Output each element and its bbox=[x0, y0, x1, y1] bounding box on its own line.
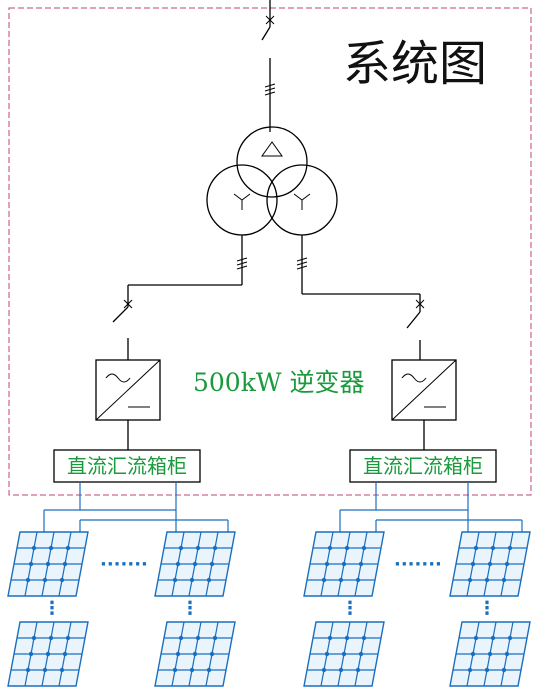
right-combiner-label: 直流汇流箱柜 bbox=[363, 454, 483, 478]
solar-panel-icon bbox=[303, 531, 385, 597]
solar-panel-icon bbox=[449, 531, 531, 597]
right-inverter-icon bbox=[391, 359, 457, 421]
vertical-ellipsis: ⋮ bbox=[181, 598, 199, 619]
right-breaker-switch-icon bbox=[406, 294, 425, 360]
left-dc-bus bbox=[43, 482, 229, 538]
left-inverter-icon bbox=[95, 359, 161, 421]
vertical-ellipsis: ⋮ bbox=[341, 598, 359, 619]
left-combiner-label: 直流汇流箱柜 bbox=[67, 454, 187, 478]
vertical-ellipsis: ⋮ bbox=[478, 598, 496, 619]
vertical-ellipsis: ⋮ bbox=[43, 598, 61, 619]
solar-panel-icon bbox=[7, 531, 89, 597]
main-breaker-switch-icon bbox=[261, 0, 276, 132]
inverter-label: 500kW 逆变器 bbox=[193, 368, 365, 397]
transformer-icon bbox=[206, 126, 338, 236]
horizontal-ellipsis-right: ······· bbox=[394, 554, 442, 575]
left-breaker-switch-icon bbox=[112, 285, 133, 360]
solar-panel-icon bbox=[449, 621, 531, 687]
right-dc-bus bbox=[339, 482, 523, 538]
solar-panel-icon bbox=[7, 621, 89, 687]
right-combiner-box: 直流汇流箱柜 bbox=[349, 449, 497, 483]
horizontal-ellipsis-left: ······· bbox=[100, 554, 148, 575]
left-combiner-box: 直流汇流箱柜 bbox=[53, 449, 201, 483]
solar-panel-icon bbox=[303, 621, 385, 687]
solar-panel-icon bbox=[154, 531, 236, 597]
solar-panel-icon bbox=[154, 621, 236, 687]
secondary-connections bbox=[128, 235, 420, 295]
diagram-title: 系统图 bbox=[343, 36, 487, 92]
